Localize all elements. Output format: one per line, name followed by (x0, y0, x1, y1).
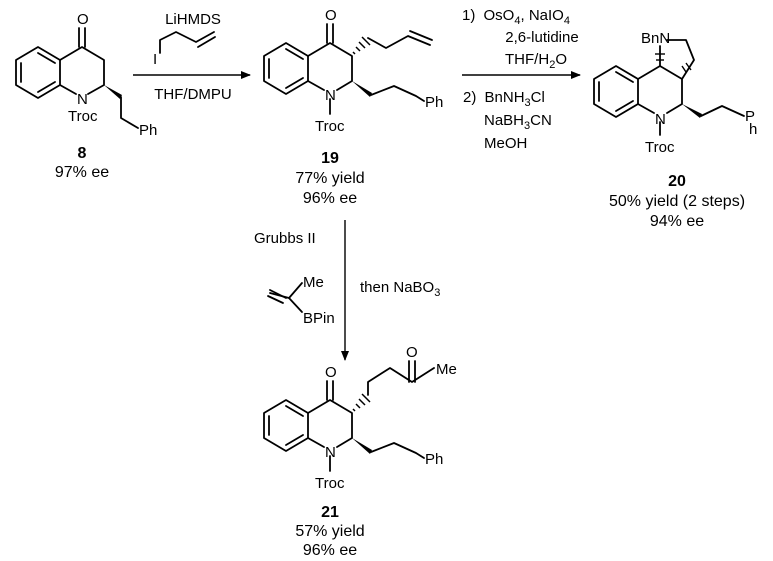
compound-21-side-oxygen: O (406, 344, 418, 361)
compound-19-ee: 96% ee (303, 190, 357, 207)
arrow-2-reductant: NaBH3CN (484, 112, 552, 132)
compound-20-troc: Troc (645, 139, 675, 156)
arrow-3-bpin: BPin (303, 310, 335, 327)
allyl-iodide-structure (159, 31, 216, 54)
arrow-3-me: Me (303, 274, 324, 291)
compound-21-ketone-oxygen: O (325, 364, 337, 381)
vinyl-bpin-structure (267, 282, 303, 313)
arrow-2-step1: 1) OsO4, NaIO4 (462, 7, 570, 27)
arrow-3-catalyst: Grubbs II (254, 230, 316, 247)
arrow-1-iodide: I (153, 51, 157, 68)
compound-19-yield: 77% yield (295, 170, 364, 187)
compound-21-number: 21 (321, 504, 339, 521)
compound-8-ph: Ph (139, 122, 157, 139)
arrow-2-methanol: MeOH (484, 135, 527, 152)
compound-8-oxygen: O (77, 11, 89, 28)
arrow-2-base: 2,6-lutidine (505, 29, 578, 46)
compound-21-nitrogen: N (325, 444, 336, 461)
compound-19-troc: Troc (315, 118, 345, 135)
compound-19-oxygen: O (325, 7, 337, 24)
compound-20-ph-h: h (749, 121, 757, 138)
compound-21-troc: Troc (315, 475, 345, 492)
compound-19-nitrogen: N (325, 87, 336, 104)
arrow-2-solvent: THF/H2O (505, 51, 567, 71)
arrow-3-oxidant: then NaBO3 (360, 279, 440, 299)
compound-20-ph-p: P (745, 108, 755, 125)
compound-21-structure (263, 360, 435, 472)
compound-8-troc: Troc (68, 108, 98, 125)
compound-20-number: 20 (668, 173, 686, 190)
arrow-1-solvent: THF/DMPU (154, 86, 232, 103)
compound-21-yield: 57% yield (295, 523, 364, 540)
compound-20-nitrogen: N (655, 111, 666, 128)
arrow-1-reagent-lihmds: LiHMDS (165, 11, 221, 28)
compound-20-structure (593, 39, 745, 136)
compound-8-ee: 97% ee (55, 164, 109, 181)
compound-19-ph: Ph (425, 94, 443, 111)
compound-19-structure (263, 23, 433, 115)
compound-8-number: 8 (78, 145, 87, 162)
compound-21-ph: Ph (425, 451, 443, 468)
compound-19-number: 19 (321, 150, 339, 167)
compound-21-ee: 96% ee (303, 542, 357, 559)
compound-8-structure (15, 27, 139, 129)
compound-20-bn: BnN (641, 30, 670, 47)
compound-8-nitrogen: N (77, 91, 88, 108)
compound-21-me: Me (436, 361, 457, 378)
arrow-2-step2: 2) BnNH3Cl (463, 89, 545, 109)
compound-20-ee: 94% ee (650, 213, 704, 230)
compound-20-yield: 50% yield (2 steps) (609, 193, 745, 210)
